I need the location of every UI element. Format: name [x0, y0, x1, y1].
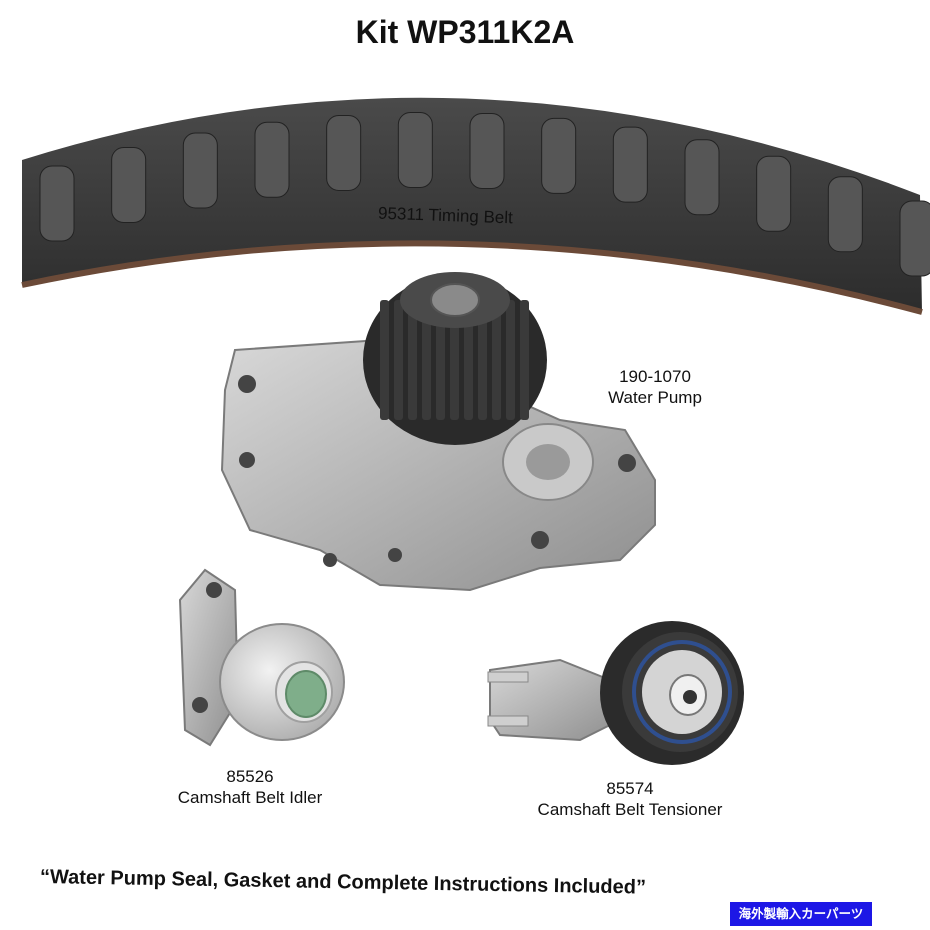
tensioner-name: Camshaft Belt Tensioner [537, 800, 723, 819]
tensioner-number: 85574 [606, 779, 654, 798]
timing-belt-image [21, 97, 930, 315]
belt-tooth [541, 117, 577, 194]
belt-tooth [111, 147, 147, 224]
kit-title: Kit WP311K2A [355, 14, 575, 50]
idler-label: 85526 Camshaft Belt Idler [150, 766, 350, 808]
belt-tooth [397, 112, 433, 189]
gear-tooth [408, 300, 417, 420]
idler-name: Camshaft Belt Idler [177, 788, 323, 807]
belt-tooth [182, 132, 218, 209]
idler-number: 85526 [226, 767, 274, 786]
tensioner-label: 85574 Camshaft Belt Tensioner [500, 778, 760, 820]
gear-tooth [436, 300, 445, 420]
belt-tooth [756, 155, 792, 232]
belt-tooth [39, 165, 75, 242]
water-pump-image [220, 272, 656, 592]
gear-tooth [520, 300, 529, 420]
gear-tooth [422, 300, 431, 420]
water-pump-label: 190-1070 Water Pump [590, 366, 720, 408]
belt-tooth [684, 139, 720, 216]
idler-image [178, 568, 345, 747]
gear-tooth [450, 300, 459, 420]
gear-tooth [380, 300, 389, 420]
belt-tooth [612, 126, 648, 203]
gear-tooth [492, 300, 501, 420]
tensioner-image [487, 621, 744, 765]
gear-tooth [478, 300, 487, 420]
belt-tooth [326, 114, 362, 191]
gear-tooth [394, 300, 403, 420]
belt-tooth [254, 121, 290, 198]
gear-tooth [506, 300, 515, 420]
water-pump-number: 190-1070 [619, 367, 691, 386]
belt-tooth [899, 200, 930, 277]
water-pump-name: Water Pump [608, 388, 702, 407]
belt-tooth [469, 113, 505, 189]
watermark-badge: 海外製輸入カーパーツ [730, 902, 872, 926]
gear-tooth [464, 300, 473, 420]
belt-tooth [827, 176, 863, 253]
